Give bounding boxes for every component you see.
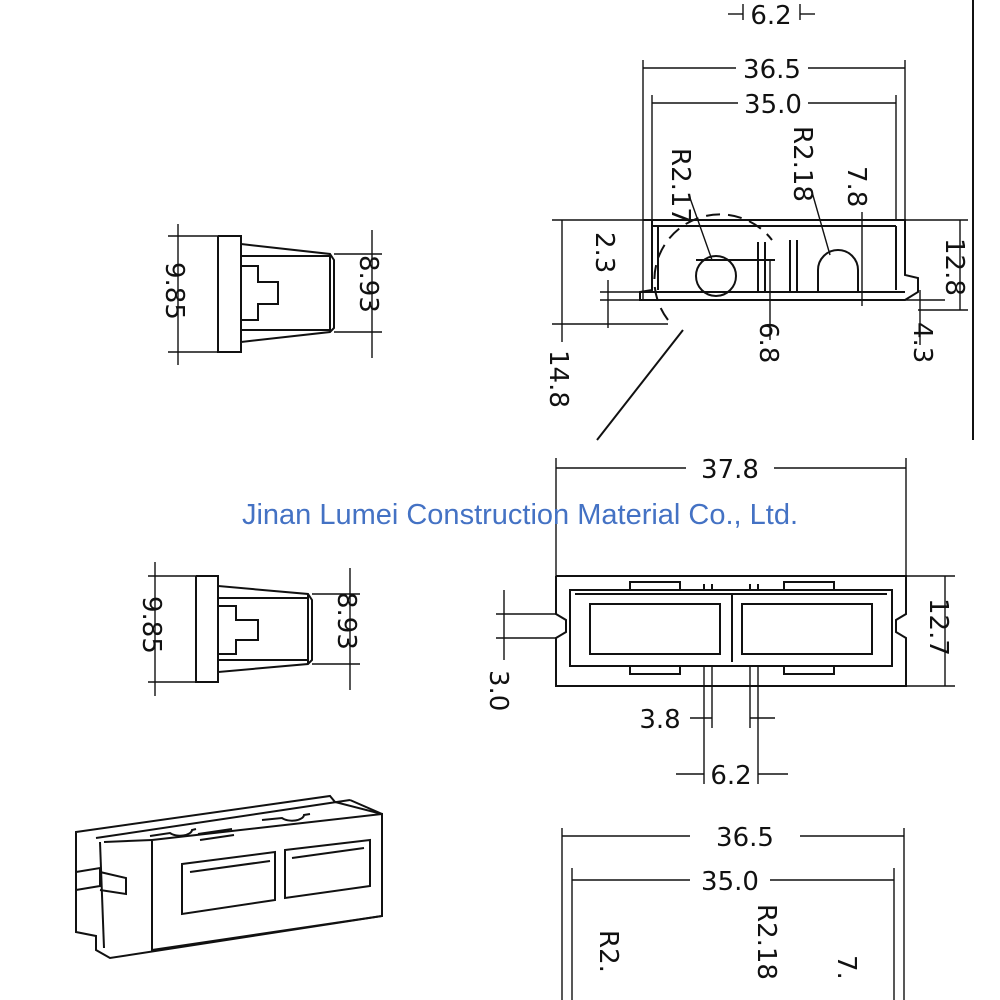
side-view-1: 9.85 8.93 (159, 224, 383, 365)
dim-6-2-bottom: 6.2 (710, 761, 751, 791)
dim-12-7: 12.7 (923, 598, 953, 656)
isometric-view (75, 794, 383, 960)
dim-6-8: 6.8 (753, 322, 783, 363)
plan-view: 12.7 3.0 3.8 6.2 (483, 575, 955, 791)
dim-3-0: 3.0 (483, 670, 513, 711)
dim-r2-partial-bottom: R2. (593, 930, 623, 973)
dim-r2-18-bottom: R2.18 (751, 904, 781, 980)
dim-6-2-top: 6.2 (750, 1, 791, 31)
dim-36-5-bottom: 36.5 (716, 823, 774, 853)
dim-37-8: 37.8 (701, 455, 759, 485)
side-view-2: 9.85 8.93 (136, 562, 361, 696)
company-watermark: Jinan Lumei Construction Material Co., L… (242, 499, 798, 531)
dim-12-8: 12.8 (939, 238, 969, 296)
dim-8-93-side2: 8.93 (331, 592, 361, 650)
dim-7-8: 7.8 (841, 166, 871, 207)
dim-36-5-top: 36.5 (743, 55, 801, 85)
dim-9-85-side2: 9.85 (136, 596, 166, 654)
section-view-bottom: 36.5 35.0 R2. R2.18 7. (561, 823, 905, 1000)
dim-2-3: 2.3 (589, 232, 619, 273)
dim-4-3: 4.3 (907, 322, 937, 363)
dim-r2-18: R2.18 (787, 126, 817, 202)
dim-14-8: 14.8 (543, 350, 573, 408)
dim-35-0-bottom: 35.0 (701, 867, 759, 897)
dim-3-8: 3.8 (639, 705, 680, 735)
dim-8-93-side1: 8.93 (353, 255, 383, 313)
dim-7-partial-bottom: 7. (831, 955, 861, 980)
dim-9-85-side1: 9.85 (159, 262, 189, 320)
dim-37-8-group: 37.8 (555, 455, 907, 576)
section-view-top: 6.2 36.5 35.0 R2.17 R2.18 7 (543, 0, 974, 441)
dim-r2-17: R2.17 (665, 148, 695, 224)
dim-35-0-top: 35.0 (744, 90, 802, 120)
